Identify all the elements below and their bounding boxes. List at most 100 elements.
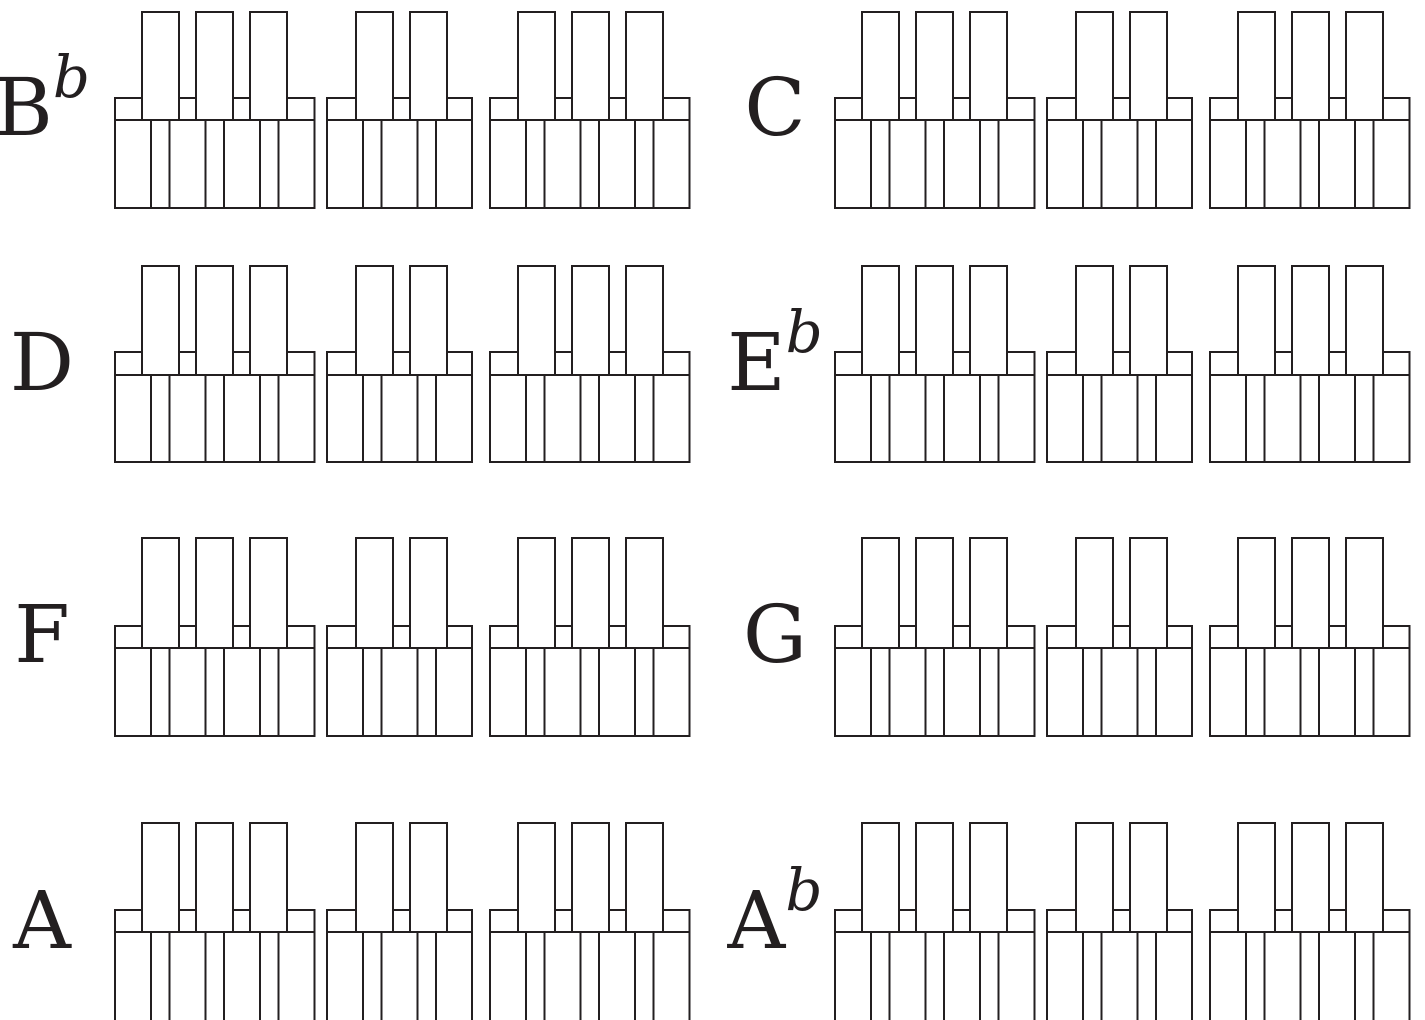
chord-label: D	[10, 316, 74, 409]
black-key	[355, 11, 394, 121]
chord-root: A	[727, 874, 787, 967]
black-key	[1237, 265, 1276, 376]
black-key	[915, 11, 954, 121]
black-key	[861, 11, 900, 121]
chord-label: Bb	[0, 43, 90, 154]
black-key	[195, 265, 234, 376]
white-key	[1155, 374, 1193, 463]
white-key	[223, 374, 261, 463]
white-key	[652, 119, 691, 209]
white-key	[1318, 931, 1356, 1020]
white-key	[997, 931, 1036, 1020]
black-key	[517, 11, 556, 121]
white-key	[1372, 931, 1411, 1020]
white-key	[168, 374, 207, 463]
white-key	[168, 119, 207, 209]
white-key	[598, 647, 636, 737]
black-key	[1075, 265, 1114, 376]
black-key	[1345, 11, 1384, 121]
white-key	[1372, 374, 1411, 463]
white-key	[435, 119, 473, 209]
white-key	[489, 931, 527, 1020]
white-key	[1100, 119, 1139, 209]
white-key	[380, 931, 419, 1020]
piano-keyboard	[114, 537, 691, 737]
white-key	[489, 647, 527, 737]
black-key	[861, 265, 900, 376]
black-key	[915, 537, 954, 649]
white-key	[223, 647, 261, 737]
black-key	[969, 265, 1008, 376]
white-key	[652, 647, 691, 737]
white-key	[1046, 931, 1084, 1020]
white-key	[1155, 647, 1193, 737]
piano-keyboard	[114, 11, 691, 209]
white-key	[168, 647, 207, 737]
white-key	[277, 931, 316, 1020]
white-key	[277, 119, 316, 209]
black-key	[409, 265, 448, 376]
white-key	[543, 119, 582, 209]
black-key	[571, 265, 610, 376]
white-key	[277, 647, 316, 737]
white-key	[888, 374, 927, 463]
black-key	[355, 265, 394, 376]
black-key	[1345, 265, 1384, 376]
black-key	[249, 265, 288, 376]
white-key	[997, 119, 1036, 209]
white-key	[1100, 647, 1139, 737]
white-key	[435, 374, 473, 463]
chord-root: E	[727, 316, 785, 409]
white-key	[380, 374, 419, 463]
white-key	[114, 119, 152, 209]
black-key	[195, 11, 234, 121]
chord-label: F	[14, 588, 70, 681]
black-key	[571, 537, 610, 649]
white-key	[543, 931, 582, 1020]
white-key	[1372, 119, 1411, 209]
black-key	[571, 11, 610, 121]
white-key	[888, 647, 927, 737]
white-key	[1209, 374, 1247, 463]
white-key	[489, 374, 527, 463]
black-key	[141, 265, 180, 376]
white-key	[435, 647, 473, 737]
white-key	[943, 931, 981, 1020]
black-key	[915, 265, 954, 376]
white-key	[997, 647, 1036, 737]
white-key	[943, 374, 981, 463]
white-key	[834, 931, 872, 1020]
black-key	[861, 822, 900, 933]
black-key	[141, 11, 180, 121]
white-key	[114, 374, 152, 463]
white-key	[326, 119, 364, 209]
chord-label: Ab	[727, 856, 823, 967]
black-key	[969, 537, 1008, 649]
white-key	[598, 374, 636, 463]
white-key	[223, 931, 261, 1020]
black-key	[409, 822, 448, 933]
white-key	[326, 647, 364, 737]
black-key	[1291, 537, 1330, 649]
piano-keyboard	[834, 265, 1411, 463]
black-key	[141, 537, 180, 649]
white-key	[168, 931, 207, 1020]
black-key	[571, 822, 610, 933]
white-key	[543, 647, 582, 737]
white-key	[326, 931, 364, 1020]
white-key	[888, 931, 927, 1020]
black-key	[409, 537, 448, 649]
chord-accidental: b	[786, 298, 823, 366]
black-key	[1075, 11, 1114, 121]
white-key	[1372, 647, 1411, 737]
black-key	[625, 11, 664, 121]
chord-label: Eb	[727, 298, 823, 409]
white-key	[598, 931, 636, 1020]
chord-root: D	[10, 316, 74, 409]
white-key	[489, 119, 527, 209]
black-key	[141, 822, 180, 933]
white-key	[114, 931, 152, 1020]
black-key	[1291, 11, 1330, 121]
white-key	[114, 647, 152, 737]
black-key	[625, 822, 664, 933]
